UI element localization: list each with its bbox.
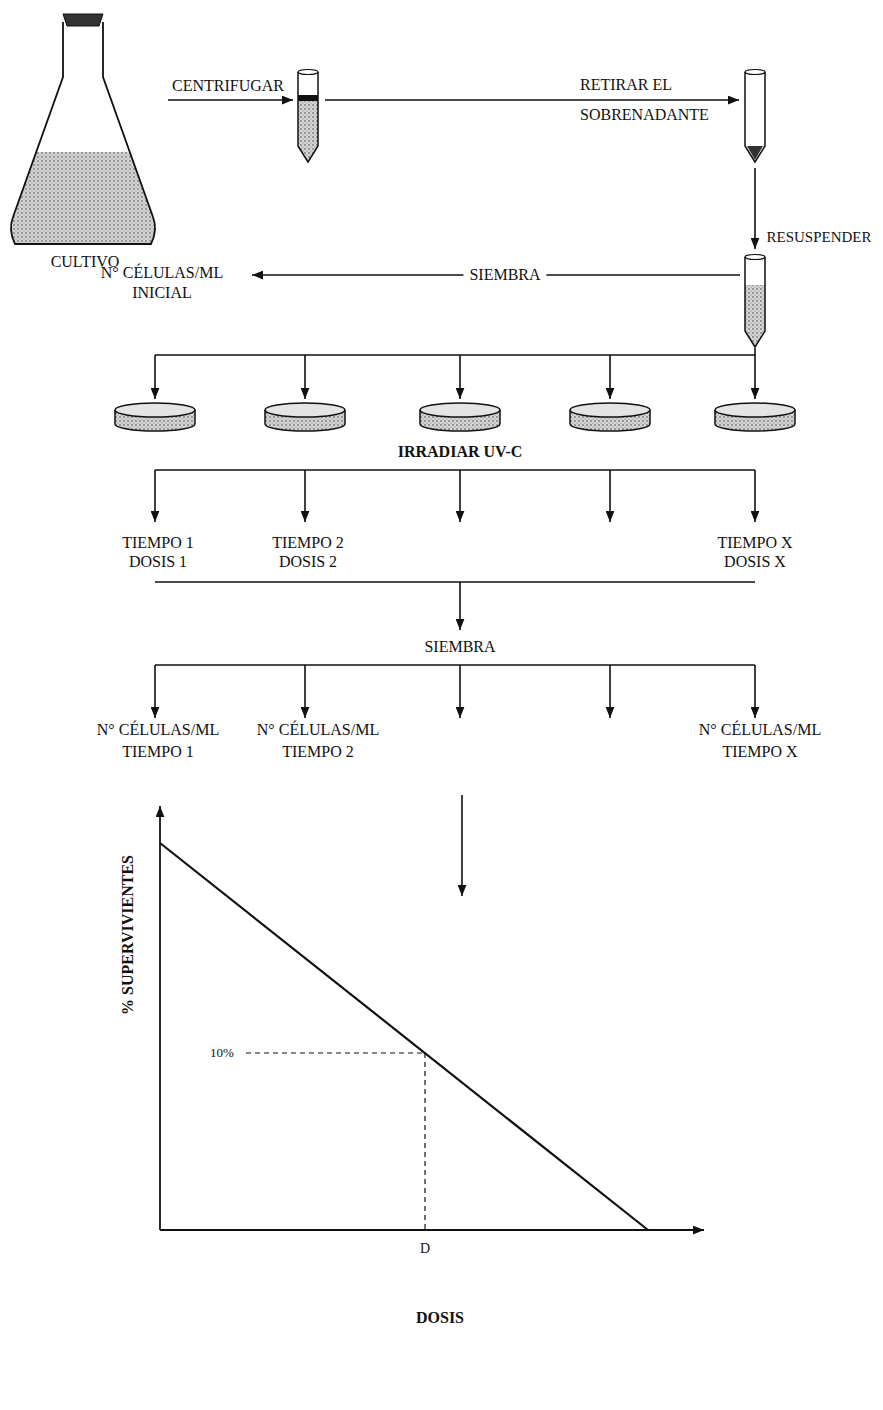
flask: CULTIVO xyxy=(5,12,165,276)
arrow xyxy=(304,470,306,522)
arrow xyxy=(754,665,756,718)
arrow xyxy=(754,355,756,399)
arrow xyxy=(459,582,461,630)
step-label: SIEMBRA xyxy=(424,637,495,657)
dashed-guide xyxy=(246,1053,425,1230)
arrow xyxy=(754,470,756,522)
count-label: N° CÉLULAS/ML TIEMPO 2 xyxy=(243,719,393,763)
tube-outline xyxy=(298,72,318,162)
arrow xyxy=(459,665,461,718)
split-line xyxy=(155,348,755,355)
arrow xyxy=(459,470,461,522)
y-axis xyxy=(159,806,161,1230)
tube-rim xyxy=(745,70,765,75)
survival-line xyxy=(160,843,648,1230)
tube-outline xyxy=(745,257,765,347)
culture-liquid xyxy=(11,152,155,244)
arrow xyxy=(154,470,156,522)
tube-outline xyxy=(745,72,765,162)
petri-dish xyxy=(420,403,500,431)
x-axis xyxy=(160,1229,704,1231)
dose-label: TIEMPO 1 DOSIS 1 xyxy=(108,533,208,571)
split-line xyxy=(155,469,755,471)
arrow xyxy=(168,99,293,101)
arrow xyxy=(754,168,756,249)
arrow xyxy=(154,355,156,399)
count-label: N° CÉLULAS/ML TIEMPO X xyxy=(685,719,835,763)
test-tube xyxy=(745,255,765,348)
tube-liquid xyxy=(745,285,765,347)
step-label: RETIRAR EL SOBRENADANTE xyxy=(580,70,730,130)
arrow xyxy=(461,795,463,896)
tube-rim xyxy=(298,70,318,75)
tick-label: 10% xyxy=(210,1043,234,1063)
merge-line xyxy=(155,581,755,583)
axis-title: % SUPERVIVIENTES xyxy=(118,855,138,1015)
test-tube xyxy=(298,70,318,163)
arrow xyxy=(304,355,306,399)
tick-label: D xyxy=(420,1239,430,1259)
arrow xyxy=(609,470,611,522)
flask-drawing xyxy=(5,12,165,276)
count-label: N° CÉLULAS/ML INICIAL xyxy=(82,263,242,303)
flow-arrows xyxy=(155,100,755,896)
arrow xyxy=(325,99,739,101)
split-line xyxy=(155,664,755,666)
petri-dish xyxy=(115,403,195,431)
arrow xyxy=(459,355,461,399)
flask-outline xyxy=(11,22,155,244)
step-label: RESUSPENDER xyxy=(766,227,871,247)
tube-layer xyxy=(298,95,318,101)
dose-label: TIEMPO X DOSIS X xyxy=(705,533,805,571)
tube-liquid xyxy=(298,100,318,162)
arrow xyxy=(154,665,156,718)
axis-title: DOSIS xyxy=(416,1308,464,1328)
arrow xyxy=(304,665,306,718)
petri-dish xyxy=(570,403,650,431)
flask-plug xyxy=(63,14,103,26)
step-label: SIEMBRA xyxy=(463,265,546,285)
dose-label: TIEMPO 2 DOSIS 2 xyxy=(258,533,358,571)
count-label: N° CÉLULAS/ML TIEMPO 1 xyxy=(83,719,233,763)
survival-chart xyxy=(160,806,704,1230)
petri-dish xyxy=(715,403,795,431)
test-tube xyxy=(745,70,765,163)
step-label: CENTRIFUGAR xyxy=(172,76,284,96)
step-label: IRRADIAR UV-C xyxy=(398,442,523,462)
petri-dish xyxy=(265,403,345,431)
arrow xyxy=(609,355,611,399)
tube-rim xyxy=(745,255,765,260)
arrow xyxy=(609,665,611,718)
petri-dishes xyxy=(115,403,795,431)
